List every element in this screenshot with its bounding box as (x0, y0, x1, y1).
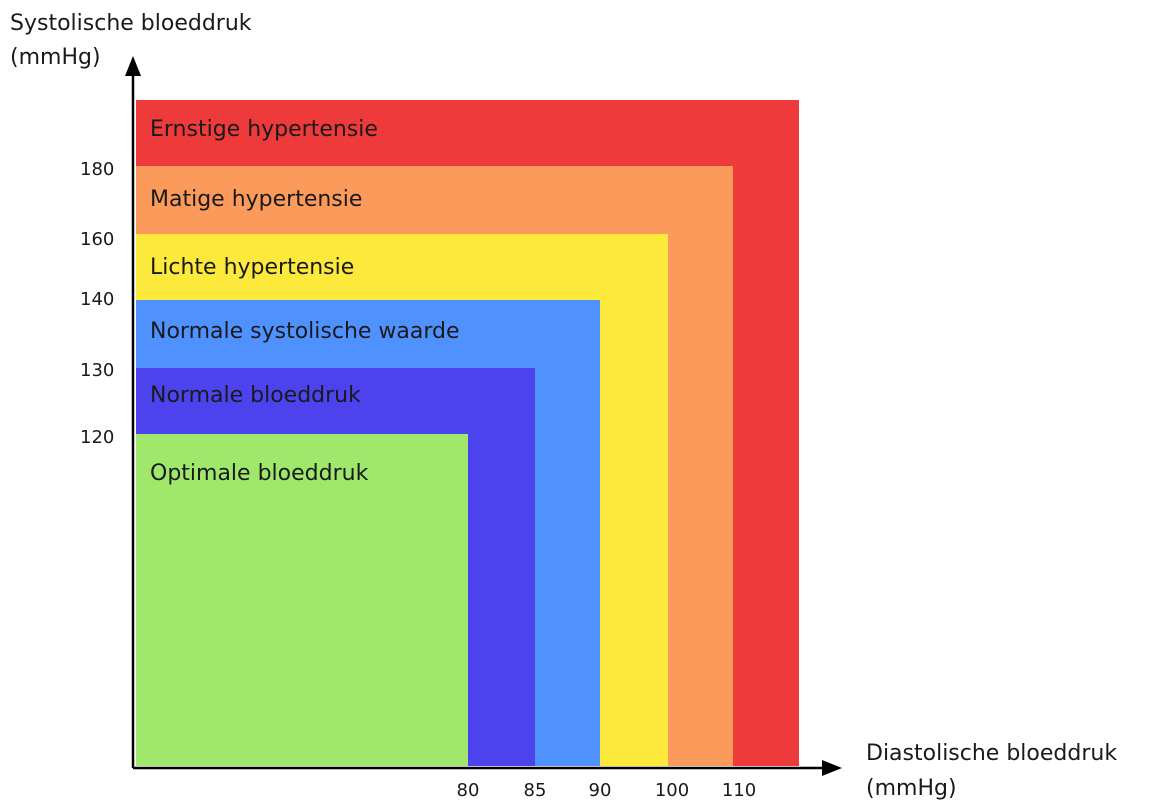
zone-label-ernstige: Ernstige hypertensie (150, 117, 378, 142)
x-tick-110: 110 (722, 780, 756, 801)
y-tick-120: 120 (80, 427, 114, 448)
x-tick-labels: 80 85 90 100 110 (457, 780, 757, 801)
zone-label-optimale: Optimale bloeddruk (150, 461, 369, 486)
x-tick-100: 100 (655, 780, 689, 801)
x-axis-title-line1: Diastolische bloeddruk (866, 741, 1117, 766)
x-axis-title-line2: (mmHg) (866, 776, 957, 801)
zone-label-matige: Matige hypertensie (150, 187, 362, 212)
y-tick-160: 160 (80, 229, 114, 250)
y-tick-labels: 120 130 140 160 180 (80, 159, 114, 448)
y-axis-arrow-icon (125, 56, 141, 76)
y-axis-title-line2: (mmHg) (10, 45, 101, 70)
y-tick-180: 180 (80, 159, 114, 180)
x-axis-arrow-icon (822, 760, 842, 776)
zone-label-normale-systolisch: Normale systolische waarde (150, 319, 460, 344)
y-tick-130: 130 (80, 360, 114, 381)
x-tick-85: 85 (524, 780, 547, 801)
zones-group (136, 100, 799, 766)
zone-label-normale-bloeddruk: Normale bloeddruk (150, 383, 361, 408)
x-tick-90: 90 (589, 780, 612, 801)
x-tick-80: 80 (457, 780, 480, 801)
zone-optimale-bloeddruk (136, 434, 468, 766)
y-tick-140: 140 (80, 289, 114, 310)
zone-label-lichte: Lichte hypertensie (150, 255, 354, 280)
zone-labels: Ernstige hypertensie Matige hypertensie … (150, 117, 460, 486)
y-axis-title-line1: Systolische bloeddruk (10, 11, 252, 36)
